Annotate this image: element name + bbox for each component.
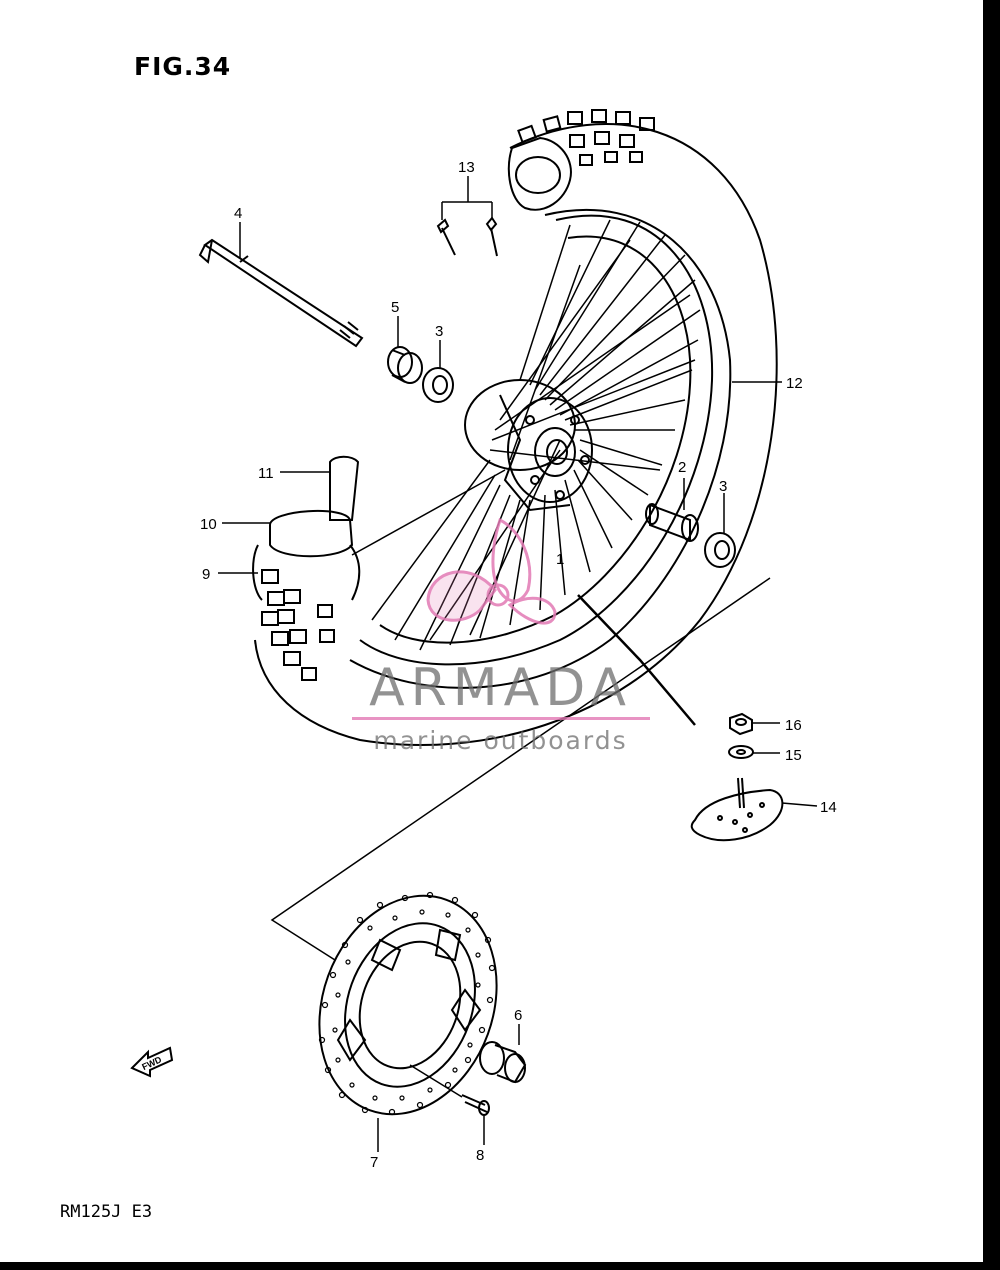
callout-13: 13	[458, 159, 475, 176]
callout-1: 1	[556, 551, 564, 568]
tire-section-left	[252, 544, 361, 601]
callout-12: 12	[786, 375, 803, 392]
tube-section-left	[329, 455, 360, 521]
bearing-3-top	[422, 367, 454, 403]
rim-band-section	[269, 510, 354, 558]
washer-15	[728, 745, 754, 759]
assembly-line-disc	[270, 577, 771, 961]
callout-6: 6	[514, 1007, 522, 1024]
callout-3-right: 3	[719, 478, 727, 495]
scan-edge-bottom	[0, 1262, 1000, 1270]
callout-3-top: 3	[435, 323, 443, 340]
spoke-nipple-13	[436, 216, 498, 257]
watermark-propeller-icon	[426, 517, 557, 625]
tire-inner-edge	[349, 209, 732, 689]
callout-11: 11	[258, 465, 274, 482]
callout-10: 10	[200, 516, 217, 533]
collar-5	[387, 346, 423, 384]
scan-edge-right	[983, 0, 1000, 1270]
rim-outer	[359, 214, 714, 666]
callout-4: 4	[234, 205, 242, 222]
bolt-8	[409, 1064, 490, 1116]
watermark-brand: ARMADA	[369, 658, 632, 718]
spacer-2	[645, 503, 699, 542]
valve-stem	[577, 594, 696, 726]
tire-section-top	[507, 136, 572, 211]
callout-7: 7	[370, 1154, 378, 1171]
callout-15: 15	[785, 747, 802, 764]
disc-holes	[318, 891, 496, 1116]
callout-16: 16	[785, 717, 802, 734]
callout-8: 8	[476, 1147, 484, 1164]
wheel-parts-drawing: 4 5 3 13 12 11 10 9 2 3 1 16 15 14 6 8 7…	[130, 109, 837, 1171]
leader-lines	[218, 176, 818, 1152]
tube-section-top	[515, 156, 561, 194]
tire-outline	[254, 123, 778, 746]
rim-lock-14	[690, 777, 784, 842]
bearing-3-right	[704, 532, 736, 568]
model-code: RM125J E3	[60, 1202, 153, 1222]
hub	[464, 379, 593, 512]
nut-16	[729, 712, 753, 736]
brake-disc-7	[318, 894, 498, 1116]
spokes	[351, 219, 701, 651]
callout-5: 5	[391, 299, 399, 316]
collar-6	[479, 1041, 527, 1084]
callout-9: 9	[202, 566, 210, 583]
tire-tread	[261, 109, 655, 681]
watermark-tagline: marine outboards	[373, 726, 628, 755]
callout-2: 2	[678, 459, 686, 476]
watermark-divider	[352, 717, 650, 720]
figure-title: FIG.34	[134, 52, 232, 81]
callout-14: 14	[820, 799, 837, 816]
axle	[198, 238, 364, 348]
fwd-arrow-icon	[130, 1046, 174, 1078]
